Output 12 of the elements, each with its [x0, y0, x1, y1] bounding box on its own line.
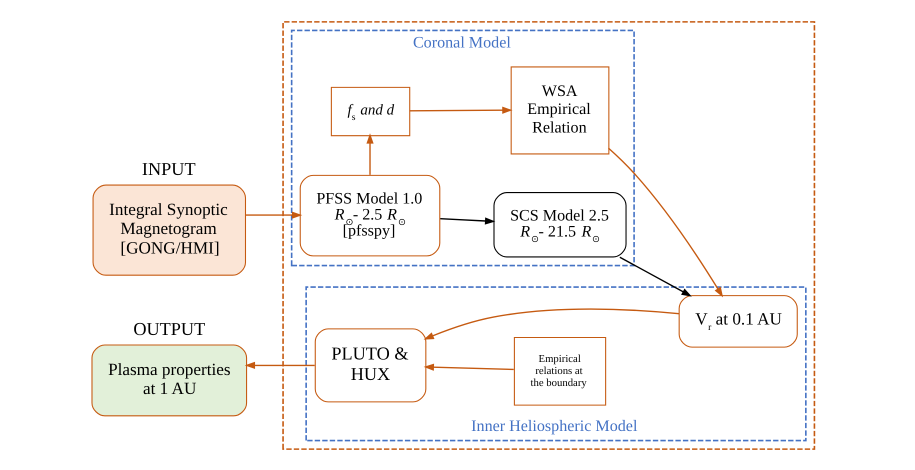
arrow: [440, 216, 496, 224]
arrow: [608, 147, 724, 297]
arrow: [366, 132, 374, 174]
cluster: [282, 20, 816, 450]
node-label: INPUT: [142, 158, 196, 178]
arrow: [246, 211, 302, 218]
arrow: [424, 363, 514, 370]
arrow: [424, 308, 680, 340]
node-label: OUTPUT: [133, 318, 206, 338]
arrow: [244, 361, 315, 368]
arrow: [620, 256, 692, 296]
arrow: [409, 106, 513, 114]
